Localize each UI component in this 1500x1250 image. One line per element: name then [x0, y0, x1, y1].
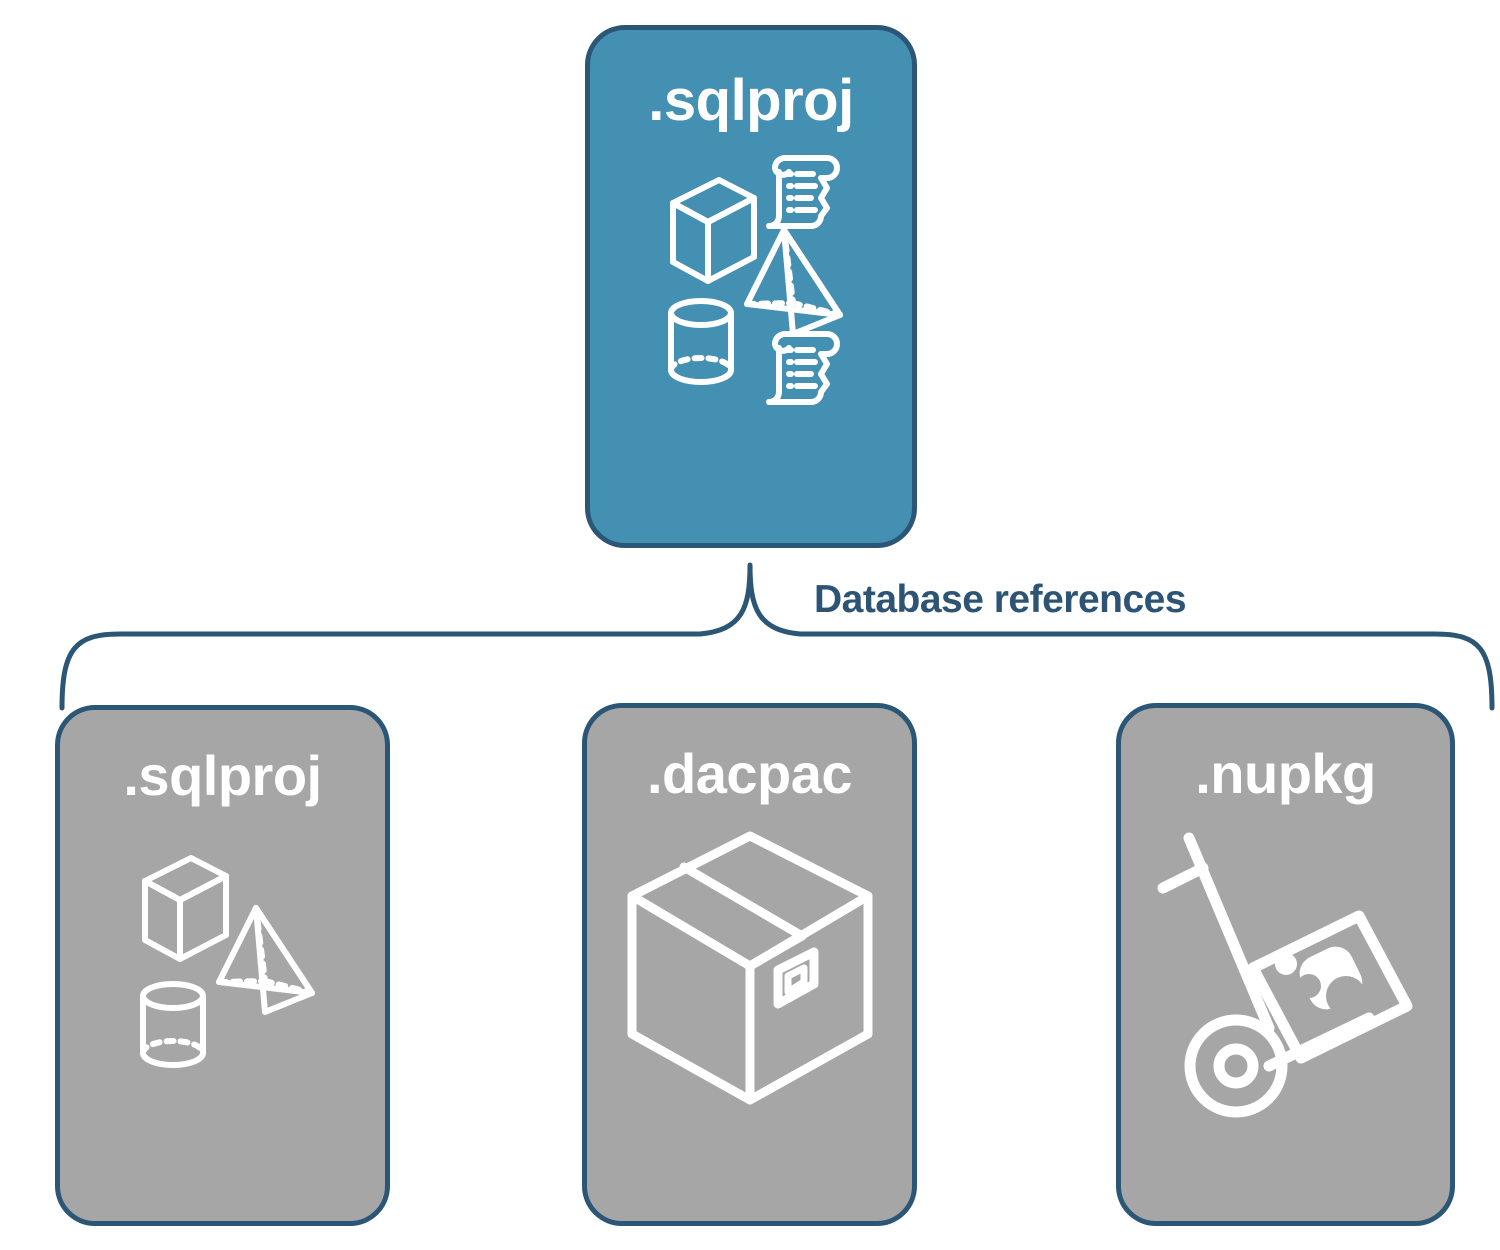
brace-connector: [59, 562, 1495, 711]
pyramid-icon: [215, 905, 315, 1015]
root-shapes-icon-group: [651, 148, 851, 423]
cylinder-icon: [139, 981, 206, 1068]
node-child-sqlproj-title: .sqlproj: [123, 744, 322, 807]
shapes-and-scripts-icon: [668, 155, 843, 405]
node-child-sqlproj[interactable]: .sqlproj: [55, 705, 390, 1226]
node-child-nupkg[interactable]: .nupkg: [1116, 703, 1455, 1226]
node-child-nupkg-title: .nupkg: [1195, 742, 1376, 805]
child-shapes-icon-group: [123, 846, 323, 1081]
node-root-title: .sqlproj: [648, 68, 854, 133]
shapes-icon: [139, 855, 315, 1068]
cylinder-icon: [668, 298, 734, 385]
nuget-package-icon: [1247, 910, 1412, 1064]
package-icon-group: [610, 818, 890, 1123]
pyramid-icon: [744, 227, 843, 337]
scroll-icon: [766, 155, 840, 229]
scroll-icon: [766, 331, 840, 405]
cube-icon: [141, 855, 229, 962]
connector-label: Database references: [814, 578, 1187, 621]
hand-truck-icon-group: [1151, 828, 1421, 1133]
node-child-dacpac-title: .dacpac: [646, 742, 853, 805]
hand-truck-icon: [1157, 832, 1412, 1118]
node-child-dacpac[interactable]: .dacpac: [582, 703, 917, 1226]
node-root-sqlproj[interactable]: .sqlproj: [585, 25, 917, 548]
cube-icon: [670, 177, 757, 284]
package-box-icon: [627, 831, 872, 1105]
